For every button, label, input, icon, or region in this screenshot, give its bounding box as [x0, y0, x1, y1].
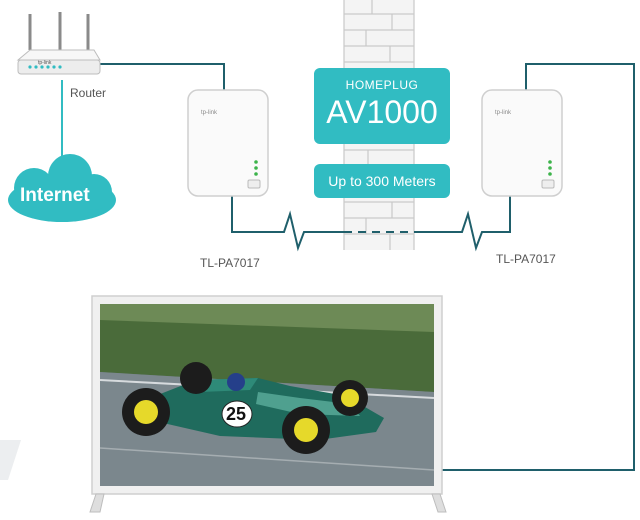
adapter-left-powerline	[231, 196, 344, 252]
adapter-right-powerline	[414, 196, 511, 252]
adapter-left-label: TL-PA7017	[200, 256, 260, 270]
homeplug-badge-line1: HOMEPLUG	[345, 78, 419, 92]
car-number: 25	[226, 404, 247, 424]
homeplug-badge: HOMEPLUG AV1000	[314, 68, 450, 144]
adapter-right-brand-logo: tp-link	[495, 110, 512, 116]
adapter-right-label: TL-PA7017	[496, 252, 556, 266]
adapter-left-brand-logo: tp-link	[201, 110, 218, 116]
powerline-adapter-left	[187, 89, 269, 197]
router-brand-logo: tp-link	[38, 60, 52, 66]
race-car	[122, 362, 384, 454]
internet-label: Internet	[20, 185, 90, 206]
internet-cloud-icon	[8, 154, 116, 222]
adapter-to-tv-line	[440, 63, 635, 471]
router-label: Router	[70, 86, 107, 100]
router-icon	[16, 12, 101, 75]
distance-badge: Up to 300 Meters	[314, 164, 450, 198]
homeplug-badge-line2: AV1000	[326, 94, 438, 130]
tv-icon	[0, 295, 447, 513]
powerline-adapter-right	[481, 89, 563, 197]
